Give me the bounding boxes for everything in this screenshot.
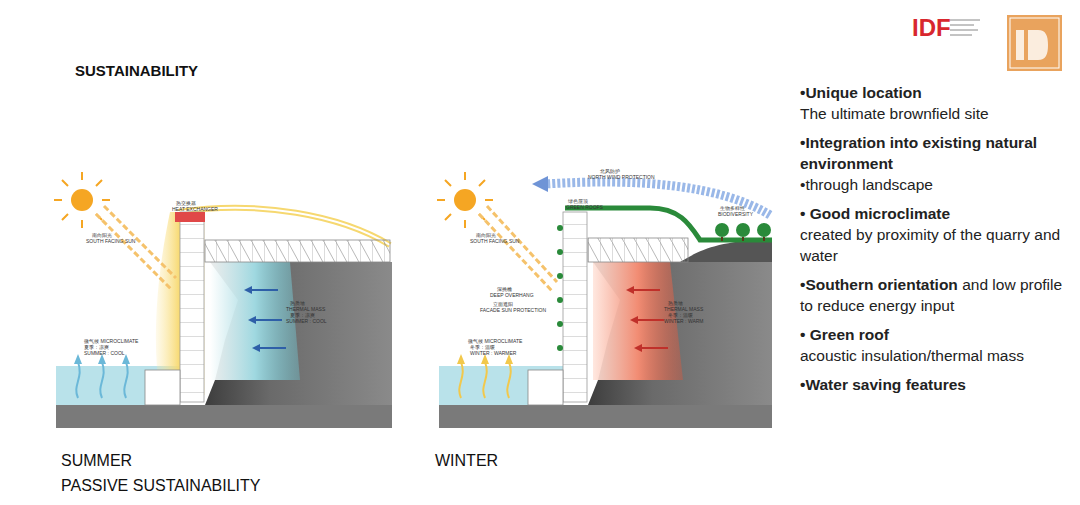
bullet-heading: •Integration into existing natural envir… xyxy=(800,132,1072,174)
bullet-heading: • Green roof xyxy=(800,324,1072,345)
diagram-note: 生物多样性 xyxy=(720,205,745,211)
bullet-heading: • Good microclimate xyxy=(800,203,1072,224)
diagram-note: DEEP OVERHANG xyxy=(490,292,534,298)
season-label: WINTER xyxy=(435,452,498,470)
diagram-note: 北风防护 xyxy=(600,168,620,174)
diagram-note: SUMMER : COOL xyxy=(84,350,125,356)
bullet-text: •through landscape xyxy=(800,174,1072,195)
diagram-note: 立面遮阳 xyxy=(493,301,513,307)
diagram-note: 冬季：温暖 xyxy=(470,344,495,350)
diagram-note: 南向阳光 xyxy=(92,232,112,238)
diagram-note: THERMAL MASS xyxy=(286,306,325,312)
diagram-note: 微气候 MICROCLIMATE xyxy=(84,338,138,344)
diagram-note: GREEN ROOFS xyxy=(566,204,603,210)
diagram-note: SOUTH FACING SUN xyxy=(86,238,135,244)
logo xyxy=(950,15,1062,71)
diagram-note: 冬季：温暖 xyxy=(668,312,693,318)
caption-label: PASSIVE SUSTAINABILITY xyxy=(61,477,260,495)
bullet-heading: •Southern orientation xyxy=(800,276,958,293)
bullet-text: The ultimate brownfield site xyxy=(800,103,1072,124)
diagram-note: WINTER : WARMER xyxy=(470,350,516,356)
bullet-heading: •Unique location xyxy=(800,82,1072,103)
title: SUSTAINABILITY xyxy=(75,62,198,79)
diagram-note: HEAT EXCHANGER xyxy=(172,206,218,212)
diagram-note: WINTER : WARM xyxy=(664,318,704,324)
bullet-list: •Unique locationThe ultimate brownfield … xyxy=(800,82,1072,395)
diagram-note: 微气候 MICROCLIMATE xyxy=(468,338,522,344)
diagram-note: 深挑檐 xyxy=(497,286,512,292)
diagram-note: 夏季：凉爽 xyxy=(290,312,315,318)
diagram-note: 热质墙 xyxy=(290,300,305,306)
logo-text: IDF xyxy=(912,14,951,42)
diagram-note: 绿色屋顶 xyxy=(568,198,588,204)
diagram-note: THERMAL MASS xyxy=(664,306,703,312)
bullet-text: created by proximity of the quarry and w… xyxy=(800,224,1072,266)
diagram-note: NORTH WIND PROTECTION xyxy=(588,174,655,180)
diagram-note: SOUTH FACING SUN xyxy=(470,238,519,244)
diagram-note: FACADE SUN PROTECTION xyxy=(480,307,546,313)
bullet-text: acoustic insulation/thermal mass xyxy=(800,345,1072,366)
winter-section xyxy=(437,172,772,428)
diagram-note: 夏季：凉爽 xyxy=(84,344,109,350)
diagram-note: 热交换器 xyxy=(176,200,196,206)
diagram-note: 南向阳光 xyxy=(476,232,496,238)
bullet-heading: •Water saving features xyxy=(800,374,1072,395)
diagram-note: BIODIVERSITY xyxy=(718,211,753,217)
diagram-note: SUMMER : COOL xyxy=(286,318,327,324)
season-label: SUMMER xyxy=(61,452,132,470)
summer-section xyxy=(54,172,392,428)
diagram-note: 热质墙 xyxy=(668,300,683,306)
